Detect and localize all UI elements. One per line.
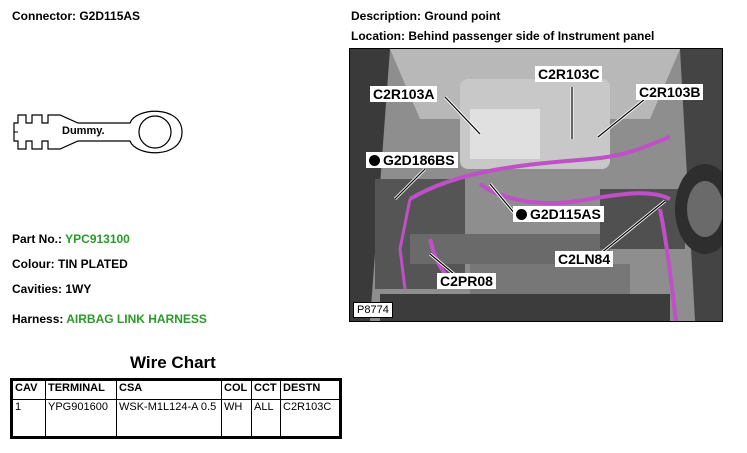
harness-value: AIRBAG LINK HARNESS [66, 312, 207, 326]
cavities-label: Cavities: [12, 282, 63, 296]
header-csa: CSA [116, 380, 222, 400]
wire-chart-table: CAV TERMINAL CSA COL CCT DESTN 1 YPG9016… [10, 378, 342, 439]
part-no-line: Part No.: YPC913100 [12, 232, 130, 246]
cell-cct: ALL [251, 399, 281, 437]
header-terminal: TERMINAL [45, 380, 117, 400]
callout-g2d115as-text: G2D115AS [530, 206, 601, 222]
description-value: Ground point [424, 9, 501, 23]
photo-id: P8774 [353, 302, 393, 318]
header-cct: CCT [251, 380, 281, 400]
callout-c2r103c: C2R103C [535, 66, 603, 82]
description-label: Description: [351, 9, 422, 23]
cavities-value: 1WY [65, 282, 92, 296]
part-no-label: Part No.: [12, 232, 63, 246]
photo-illustration [350, 49, 722, 321]
ring-terminal-drawing [13, 110, 183, 154]
location-value: Behind passenger side of Instrument pane… [408, 29, 655, 43]
ground-dot-icon [516, 209, 527, 220]
ground-dot-icon [369, 155, 380, 166]
cell-cav: 1 [12, 399, 46, 437]
harness-line: Harness: AIRBAG LINK HARNESS [12, 312, 207, 326]
harness-label: Harness: [12, 312, 64, 326]
callout-c2pr08: C2PR08 [437, 273, 496, 289]
wire-chart-header-row: CAV TERMINAL CSA COL CCT DESTN [12, 380, 340, 400]
connector-line: Connector: G2D115AS [12, 9, 140, 23]
header-col: COL [221, 380, 252, 400]
callout-g2d186bs: G2D186BS [366, 152, 458, 168]
colour-line: Colour: TIN PLATED [12, 257, 128, 271]
part-no-value: YPC913100 [65, 232, 130, 246]
table-row: 1 YPG901600 WSK-M1L124-A 0.5 WH ALL C2R1… [12, 399, 340, 437]
connector-label: Connector: [12, 9, 76, 23]
cell-csa: WSK-M1L124-A 0.5 [116, 399, 222, 437]
cavities-line: Cavities: 1WY [12, 282, 91, 296]
colour-label: Colour: [12, 257, 55, 271]
cell-terminal: YPG901600 [45, 399, 117, 437]
description-line: Description: Ground point [351, 9, 500, 23]
location-label: Location: [351, 29, 405, 43]
header-destn: DESTN [280, 380, 340, 400]
cell-destn: C2R103C [280, 399, 340, 437]
callout-c2ln84: C2LN84 [555, 251, 614, 267]
colour-value: TIN PLATED [58, 257, 128, 271]
callout-c2r103b: C2R103B [636, 84, 704, 100]
location-line: Location: Behind passenger side of Instr… [351, 29, 654, 43]
wire-chart-title: Wire Chart [130, 353, 216, 372]
connector-diagram: Dummy. [12, 101, 192, 168]
connector-value: G2D115AS [79, 9, 141, 23]
cell-col: WH [221, 399, 252, 437]
header-cav: CAV [12, 380, 46, 400]
callout-c2r103a: C2R103A [370, 86, 438, 102]
diagram-label: Dummy. [62, 125, 105, 137]
callout-g2d115as: G2D115AS [513, 206, 604, 222]
callout-g2d186bs-text: G2D186BS [383, 152, 455, 168]
location-photo: C2R103A C2R103C C2R103B G2D186BS G2D115A… [349, 48, 723, 322]
